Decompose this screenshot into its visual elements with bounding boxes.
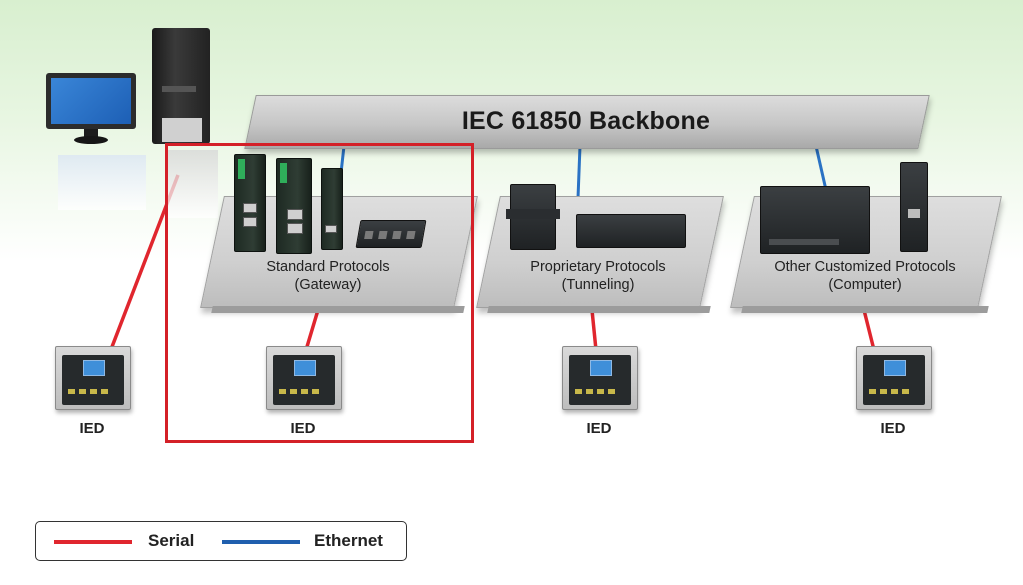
group-label-computer: Other Customized Protocols (Computer): [748, 258, 982, 294]
ied-label: IED: [586, 420, 612, 437]
serial-link-tunneling-to-ied-3: [590, 309, 598, 351]
tower-reflection: [168, 150, 218, 218]
serial-server-device-icon: [506, 184, 560, 250]
embedded-computer-icon: [900, 162, 928, 252]
platform-computer-edge: [741, 306, 989, 313]
ethernet-link-computer: [814, 145, 828, 191]
monitor-reflection: [58, 155, 146, 210]
ied-device-icon: [266, 346, 342, 410]
gateway-device-icon: [234, 154, 266, 252]
legend-ethernet-label: Ethernet: [314, 531, 383, 550]
group-title: Other Customized Protocols: [774, 259, 956, 275]
group-label-gateway: Standard Protocols (Gateway): [220, 258, 436, 294]
ied-device-icon: [562, 346, 638, 410]
rackmount-device-icon: [576, 214, 686, 248]
legend: Serial Ethernet: [35, 521, 407, 561]
group-subtitle: (Computer): [828, 277, 902, 293]
legend-serial-label: Serial: [148, 531, 195, 550]
backbone-label: IEC 61850 Backbone: [461, 107, 711, 135]
serial-link-computer-to-ied-4: [862, 309, 876, 351]
group-label-tunneling: Proprietary Protocols (Tunneling): [492, 258, 704, 294]
platform-tunneling-edge: [487, 306, 711, 313]
legend-ethernet-swatch: [222, 540, 300, 544]
ied-label: IED: [290, 420, 316, 437]
industrial-computer-icon: [760, 186, 870, 254]
highlight-frame: [165, 143, 474, 443]
monitor-icon: [46, 73, 136, 147]
serial-link-gateway-to-ied-2: [304, 309, 320, 351]
gateway-device-icon: [321, 168, 343, 250]
group-subtitle: (Gateway): [294, 277, 362, 293]
legend-serial-swatch: [54, 540, 132, 544]
group-subtitle: (Tunneling): [561, 277, 635, 293]
ied-label: IED: [880, 420, 906, 437]
gateway-device-icon: [276, 158, 312, 254]
ied-label: IED: [79, 420, 105, 437]
group-title: Standard Protocols: [266, 259, 390, 275]
ethernet-link-tunneling: [576, 145, 582, 199]
computer-tower-icon: [152, 28, 210, 144]
ied-device-icon: [856, 346, 932, 410]
ied-device-icon: [55, 346, 131, 410]
group-title: Proprietary Protocols: [530, 259, 666, 275]
